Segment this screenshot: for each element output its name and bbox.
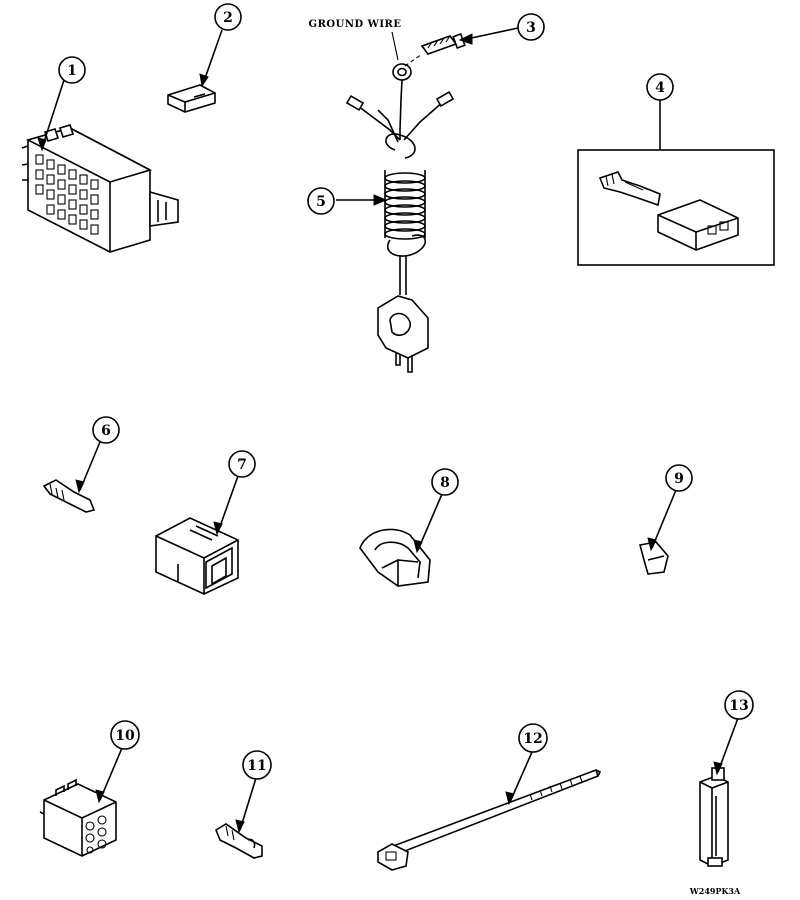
callout-number: 12 <box>523 731 542 747</box>
ground-wire-label: GROUND WIRE <box>309 19 402 30</box>
part-9-leader <box>651 489 677 549</box>
part-10-leader <box>99 747 123 801</box>
part-2-leader <box>202 29 223 85</box>
part-6-pin-terminal <box>42 479 96 513</box>
callout-part-2[interactable]: 2 <box>214 3 242 31</box>
callout-part-13[interactable]: 13 <box>724 690 754 720</box>
part-13-bracket <box>699 767 729 867</box>
callout-part-6[interactable]: 6 <box>92 416 120 444</box>
callout-number: 6 <box>101 423 111 439</box>
part-3-screw <box>420 32 466 55</box>
callout-part-8[interactable]: 8 <box>431 468 459 496</box>
part-12-cable-tie <box>377 768 602 871</box>
part-1-leader <box>41 79 65 149</box>
part-10-six-pin-connector <box>39 778 117 857</box>
callout-part-5[interactable]: 5 <box>307 187 335 215</box>
part-13-leader <box>717 717 739 773</box>
callout-number: 11 <box>247 758 266 774</box>
part-10-arrow <box>95 789 105 804</box>
part-13-arrow <box>713 761 723 776</box>
callout-number: 4 <box>655 80 665 96</box>
callout-number: 10 <box>115 728 135 744</box>
callout-number: 8 <box>440 475 450 491</box>
callout-number: 5 <box>316 194 326 210</box>
callout-number: 13 <box>729 698 748 714</box>
screw-dashed-line <box>404 53 423 67</box>
callout-part-4[interactable]: 4 <box>646 73 674 101</box>
part-7-leader <box>217 475 239 533</box>
callout-number: 3 <box>526 20 536 36</box>
part-7-connector-housing <box>155 517 239 595</box>
part-9-arrow <box>647 537 657 552</box>
callout-part-9[interactable]: 9 <box>665 464 693 492</box>
part-5-power-cord <box>345 63 455 373</box>
callout-number: 9 <box>674 471 684 487</box>
callout-part-1[interactable]: 1 <box>58 56 86 84</box>
part-2-arrow <box>199 73 209 88</box>
part-5-arrow <box>373 194 388 206</box>
part-8-leader <box>417 493 443 551</box>
part-9-small-clip <box>639 541 669 575</box>
callout-number: 7 <box>237 457 247 473</box>
part-11-arrow <box>235 819 245 834</box>
callout-part-10[interactable]: 10 <box>110 720 140 750</box>
part-1-arrow <box>37 137 47 152</box>
part-6-arrow <box>75 479 85 494</box>
callout-part-12[interactable]: 12 <box>518 723 548 753</box>
part-1-connector-block <box>21 124 179 253</box>
part-2-clip <box>167 84 216 113</box>
callout-number: 1 <box>67 63 77 79</box>
callout-part-3[interactable]: 3 <box>517 13 545 41</box>
ground-wire-leader <box>391 31 399 61</box>
drawing-code: W249PK3A <box>689 886 741 896</box>
part-3-arrow <box>458 33 473 45</box>
part-4-terminal-kit <box>577 149 775 266</box>
part-8-cable-clamp <box>359 528 431 587</box>
callout-part-7[interactable]: 7 <box>228 450 256 478</box>
callout-part-11[interactable]: 11 <box>242 750 272 780</box>
part-12-arrow <box>505 791 515 806</box>
callout-number: 2 <box>223 10 233 26</box>
part-8-arrow <box>413 539 423 554</box>
part-7-arrow <box>213 521 223 536</box>
part-11-pin-terminal <box>215 823 263 859</box>
